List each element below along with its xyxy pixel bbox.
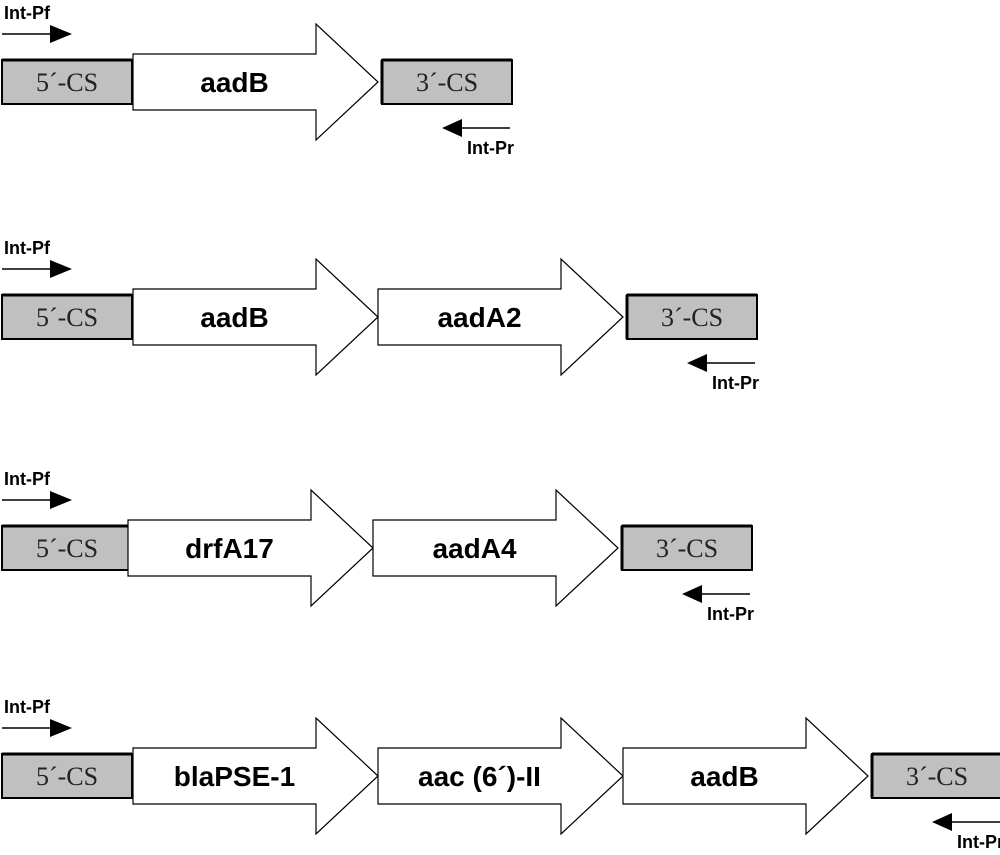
cassette-row-4: 5´-CS blaPSE-1 aac (6´)-II aadB 3´-CS Int-PfI… [1, 697, 1000, 852]
gene-cassette-label: aadB [690, 761, 758, 792]
forward-primer-label: Int-Pf [4, 697, 51, 717]
five-prime-cs-box [1, 525, 133, 571]
gene-cassette-arrow [377, 257, 624, 377]
forward-primer-label: Int-Pf [4, 238, 51, 258]
gene-cassette-arrow [132, 716, 379, 836]
three-prime-cs-label: 3´-CS [906, 762, 968, 791]
reverse-primer-arrow-icon [682, 585, 702, 603]
forward-primer-label: Int-Pf [4, 469, 51, 489]
reverse-primer-arrow-icon [932, 813, 952, 831]
reverse-primer-arrow-icon [442, 119, 462, 137]
forward-primer-arrow-icon [50, 491, 72, 509]
gene-cassette-label: blaPSE-1 [174, 761, 295, 792]
three-prime-cs-label: 3´-CS [661, 303, 723, 332]
gene-cassette-arrow [622, 716, 869, 836]
gene-cassette-arrow [372, 488, 619, 608]
three-prime-cs-box [621, 525, 753, 571]
three-prime-cs-label: 3´-CS [416, 68, 478, 97]
five-prime-cs-box [1, 59, 133, 105]
reverse-primer-label: Int-Pr [707, 604, 754, 624]
gene-cassette-label: aadB [200, 67, 268, 98]
three-prime-cs-label: 3´-CS [656, 534, 718, 563]
five-prime-cs-label: 5´-CS [36, 68, 98, 97]
gene-cassette-label: aadB [200, 302, 268, 333]
gene-cassette-label: aac (6´)-II [418, 761, 541, 792]
reverse-primer-label: Int-Pr [467, 138, 514, 158]
reverse-primer-label: Int-Pr [712, 373, 759, 393]
five-prime-cs-label: 5´-CS [36, 303, 98, 332]
forward-primer-label: Int-Pf [4, 3, 51, 23]
forward-primer-arrow-icon [50, 25, 72, 43]
five-prime-cs-label: 5´-CS [36, 762, 98, 791]
gene-cassette-arrow [127, 488, 374, 608]
gene-cassette-arrow [132, 257, 379, 377]
gene-cassette-label: aadA2 [437, 302, 521, 333]
gene-cassette-arrow [377, 716, 624, 836]
forward-primer-arrow-icon [50, 719, 72, 737]
gene-cassette-arrow [132, 22, 379, 142]
five-prime-cs-box [1, 753, 133, 799]
five-prime-cs-label: 5´-CS [36, 534, 98, 563]
five-prime-cs-box [1, 294, 133, 340]
gene-cassette-label: drfA17 [185, 533, 274, 564]
gene-cassette-label: aadA4 [432, 533, 516, 564]
reverse-primer-arrow-icon [687, 354, 707, 372]
reverse-primer-label: Int-Pr [957, 832, 1000, 852]
forward-primer-arrow-icon [50, 260, 72, 278]
